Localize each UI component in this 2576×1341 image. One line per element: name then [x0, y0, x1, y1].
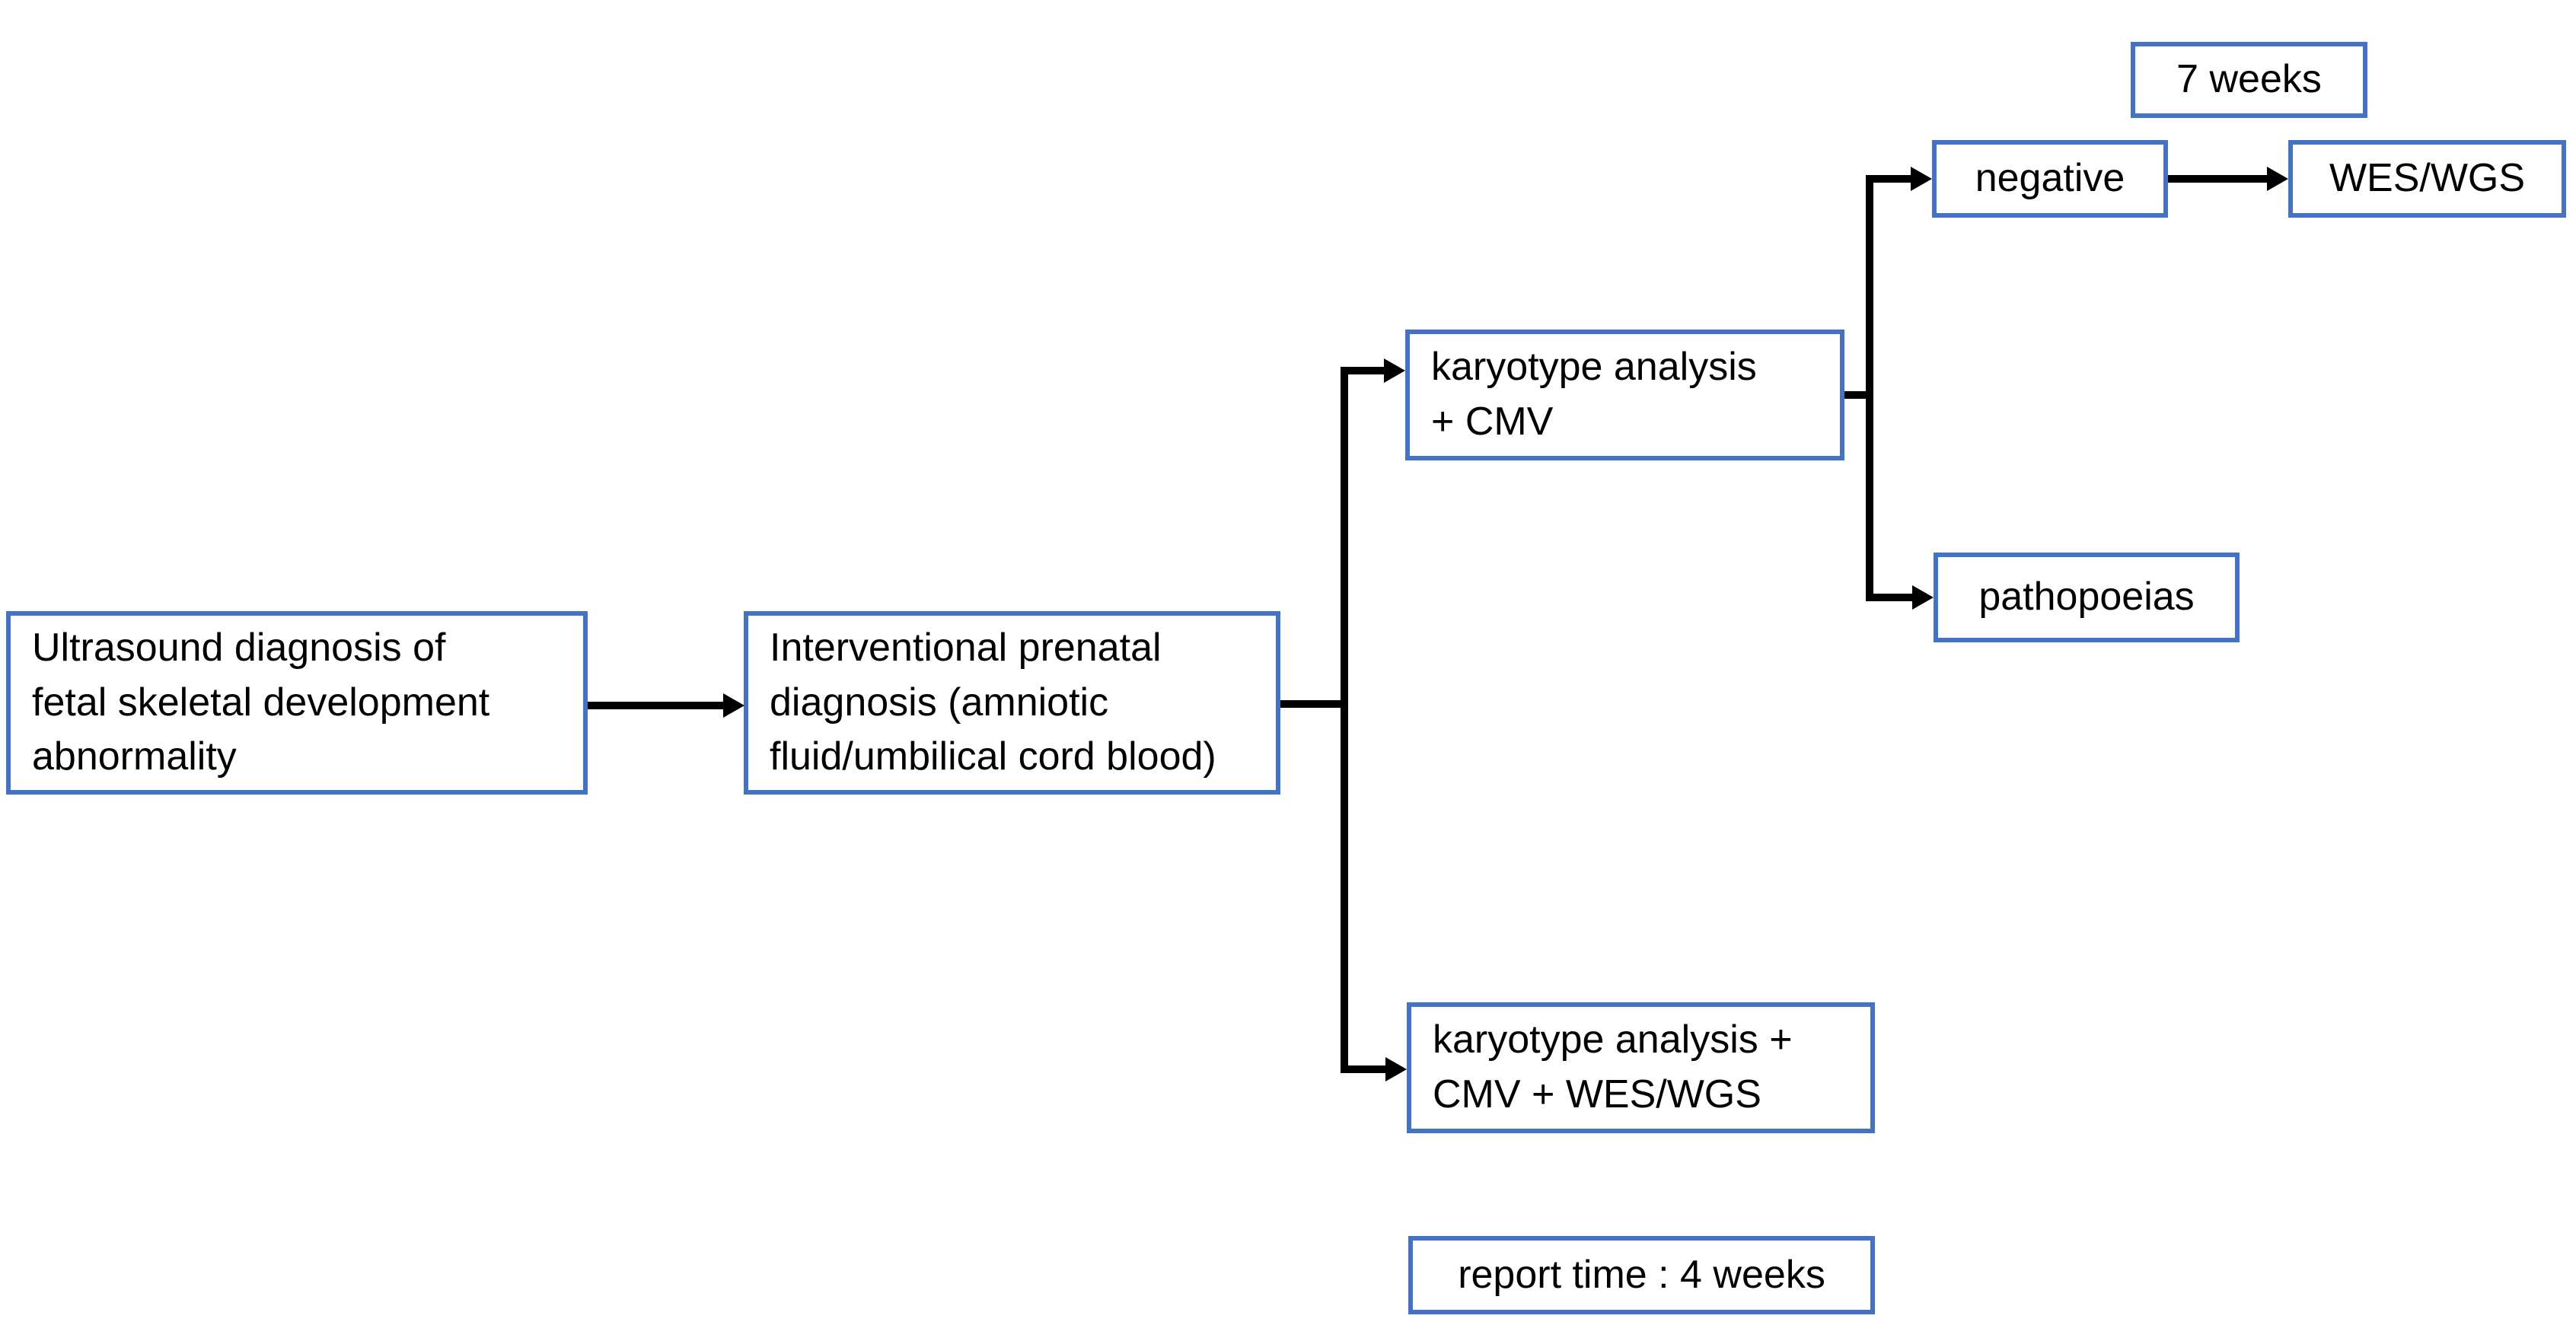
- node-interventional-prenatal-diagnosis: Interventional prenatal diagnosis (amnio…: [744, 611, 1280, 795]
- arrowhead-ultrasound-to-interventional-icon: [723, 693, 744, 718]
- node-karyotype-analysis-cmv-wes-wgs-label: karyotype analysis + CMV + WES/WGS: [1433, 1018, 1793, 1116]
- annotation-seven-weeks: 7 weeks: [2131, 42, 2367, 118]
- node-karyotype-analysis-cmv-label: karyotype analysis + CMV: [1431, 345, 1757, 444]
- arrowhead-fork-to-pathopoeias-icon: [1912, 585, 1934, 610]
- node-ultrasound-diagnosis: Ultrasound diagnosis of fetal skeletal d…: [6, 611, 588, 795]
- annotation-report-time: report time : 4 weeks: [1408, 1236, 1875, 1314]
- node-pathopoeias-label: pathopoeias: [1978, 575, 2195, 620]
- node-wes-wgs: WES/WGS: [2288, 140, 2566, 218]
- node-ultrasound-diagnosis-label: Ultrasound diagnosis of fetal skeletal d…: [32, 625, 490, 779]
- node-karyotype-analysis-cmv: karyotype analysis + CMV: [1405, 330, 1844, 460]
- connector-fork-to-karyotype-cmv-wes-line: [1341, 1065, 1385, 1073]
- annotation-report-time-label: report time : 4 weeks: [1458, 1252, 1825, 1297]
- connector-fork-vertical-trunk-2: [1866, 175, 1873, 601]
- node-interventional-prenatal-diagnosis-label: Interventional prenatal diagnosis (amnio…: [770, 625, 1216, 779]
- annotation-seven-weeks-label: 7 weeks: [2176, 57, 2322, 102]
- node-negative-label: negative: [1975, 156, 2125, 201]
- arrowhead-fork-to-negative-icon: [1911, 167, 1932, 191]
- arrowhead-negative-to-wes-wgs-icon: [2267, 167, 2288, 191]
- connector-fork-vertical-trunk-1: [1341, 367, 1348, 1073]
- connector-fork-to-karyotype-cmv-line: [1341, 367, 1384, 374]
- connector-fork-to-pathopoeias-line: [1866, 594, 1912, 601]
- connector-fork-to-negative-line: [1866, 175, 1911, 183]
- arrowhead-fork-to-karyotype-cmv-wes-icon: [1385, 1057, 1407, 1081]
- connector-interventional-to-fork-line: [1280, 700, 1348, 708]
- node-negative: negative: [1932, 140, 2168, 218]
- connector-ultrasound-to-interventional-line: [588, 702, 725, 709]
- node-wes-wgs-label: WES/WGS: [2329, 156, 2526, 201]
- connector-karyotype-cmv-to-fork-line: [1844, 391, 1873, 399]
- connector-negative-to-wes-wgs-line: [2168, 175, 2267, 183]
- node-karyotype-analysis-cmv-wes-wgs: karyotype analysis + CMV + WES/WGS: [1407, 1002, 1875, 1133]
- arrowhead-fork-to-karyotype-cmv-icon: [1384, 358, 1405, 383]
- node-pathopoeias: pathopoeias: [1934, 553, 2240, 642]
